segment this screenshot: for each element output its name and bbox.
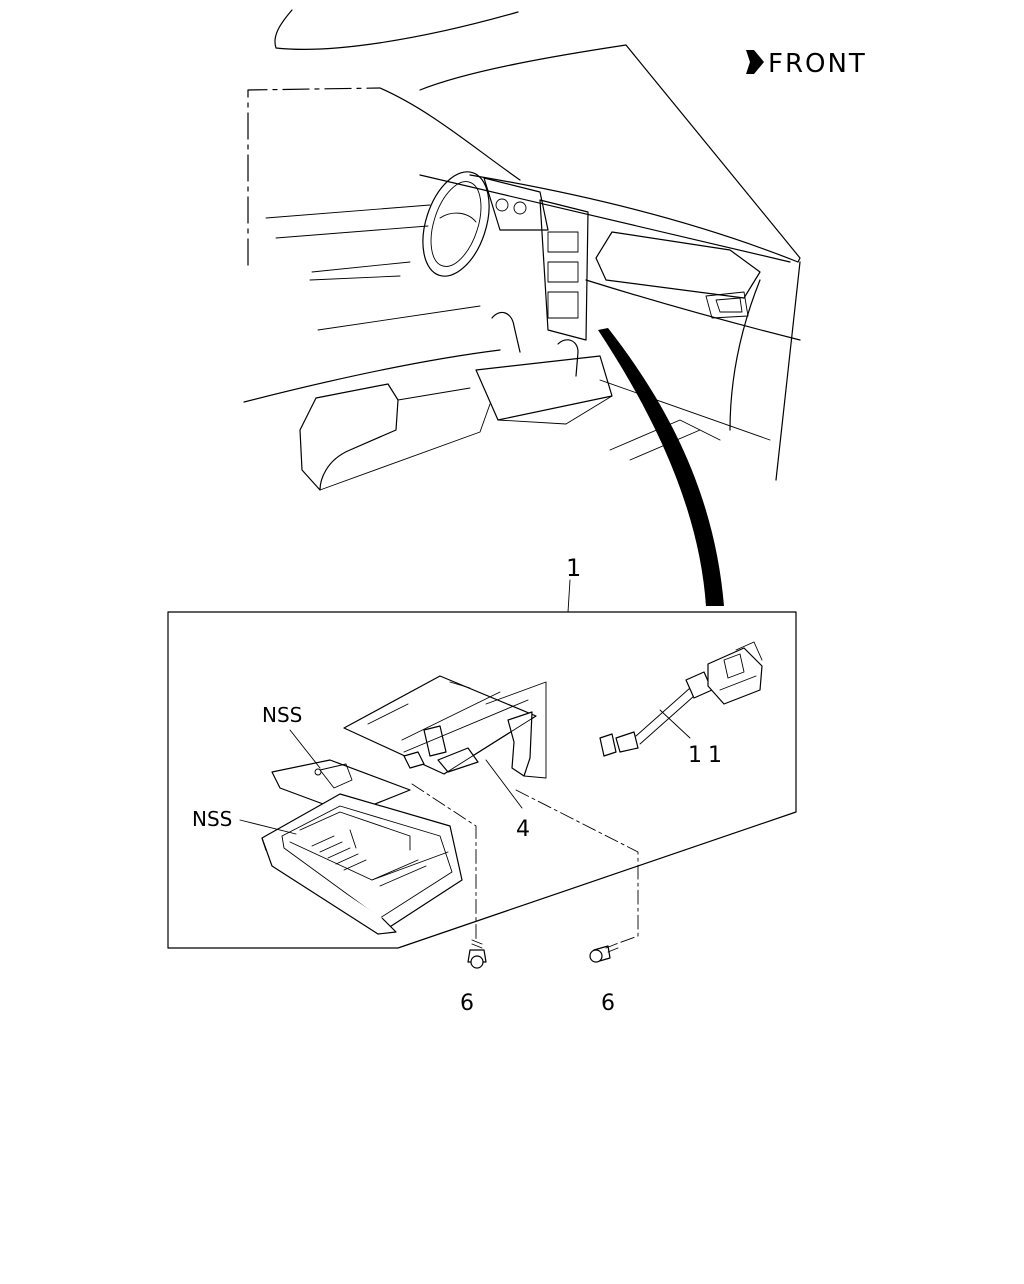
cable-leader [659,709,691,739]
screw-right [589,943,619,963]
callout-6-right: 6 [601,991,615,1016]
vehicle-interior-view [243,9,801,491]
cable-assembly [599,641,763,757]
screw-left-line [411,783,477,941]
callout-nss-lower: NSS [192,807,232,831]
front-indicator: FRONT [746,49,867,79]
location-leader [598,328,724,606]
assembly-frame [167,579,797,949]
bracket-leader [485,759,523,809]
glove-box [261,759,463,935]
callout-6-left: 6 [460,991,474,1016]
callout-11: 11 [688,743,728,768]
nss-upper-leader [289,729,321,769]
screw-right-line [515,789,639,945]
front-label: FRONT [768,49,867,79]
screw-left [467,939,487,969]
latch-bracket [343,675,547,779]
callout-1: 1 [566,554,581,582]
front-arrow-icon [746,50,764,74]
callout-nss-upper: NSS [262,703,302,727]
nss-lower-leader [239,819,297,835]
callout-4: 4 [516,817,530,842]
